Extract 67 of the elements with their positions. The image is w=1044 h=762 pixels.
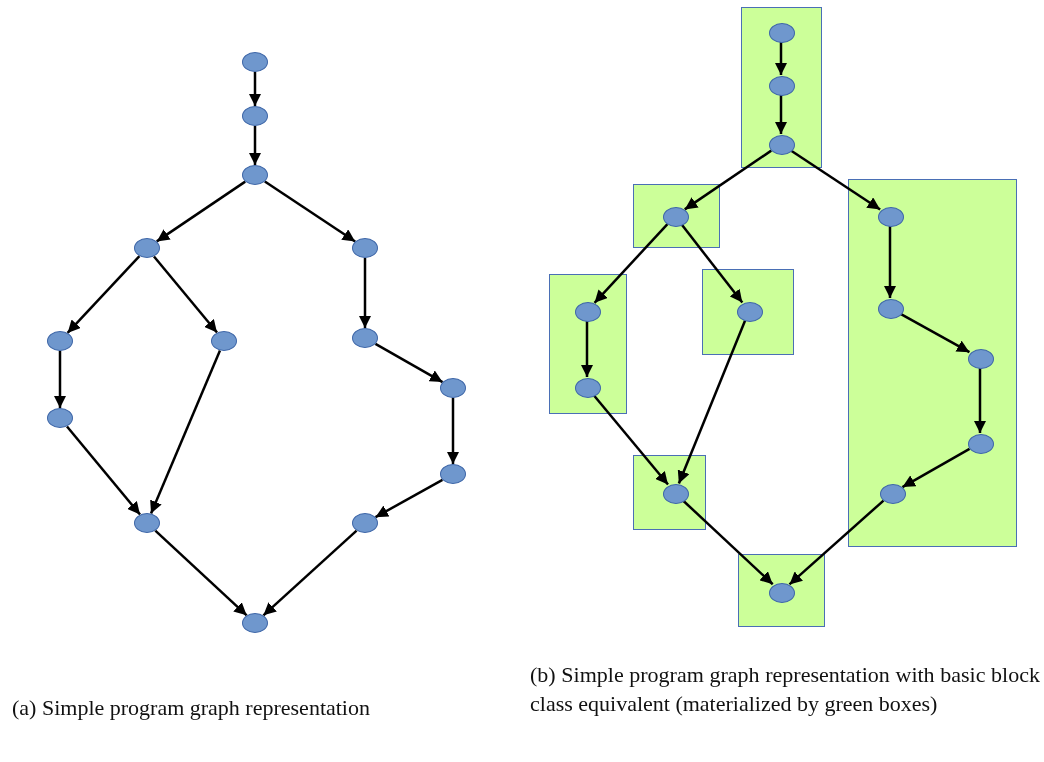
arrow	[788, 499, 885, 586]
graph-node-ellipse	[352, 328, 378, 348]
basic-block-box	[549, 274, 627, 414]
arrow	[899, 312, 971, 354]
figure-caption: (a) Simple program graph representation	[12, 694, 371, 722]
arrow	[580, 321, 594, 377]
arrow	[684, 149, 772, 211]
arrow	[358, 258, 372, 328]
graph-node-ellipse	[663, 207, 689, 227]
arrow	[154, 529, 248, 617]
arrow	[248, 72, 262, 106]
arrow	[680, 223, 744, 304]
graph-node-ellipse	[440, 464, 466, 484]
graph-node-ellipse	[352, 238, 378, 258]
basic-block-box	[633, 184, 720, 248]
arrow	[374, 478, 444, 519]
graph-node-ellipse	[575, 302, 601, 322]
arrow	[248, 126, 262, 165]
graph-node-ellipse	[968, 434, 994, 454]
graph-node-ellipse	[242, 613, 268, 633]
graph-node-ellipse	[575, 378, 601, 398]
graph-node-ellipse	[880, 484, 906, 504]
graph-node-ellipse	[769, 135, 795, 155]
arrow	[790, 149, 881, 211]
arrow	[901, 447, 971, 489]
graph-node-ellipse	[440, 378, 466, 398]
graph-node-ellipse	[211, 331, 237, 351]
arrow	[682, 499, 774, 586]
graph-node-ellipse	[878, 207, 904, 227]
basic-block-box	[738, 554, 825, 627]
arrow	[156, 180, 246, 243]
graph-node-ellipse	[352, 513, 378, 533]
arrow	[774, 42, 788, 75]
arrow	[446, 398, 460, 464]
graph-node-ellipse	[47, 408, 73, 428]
graph-node-ellipse	[968, 349, 994, 369]
arrow	[973, 368, 987, 433]
graph-node-ellipse	[134, 238, 160, 258]
arrow	[153, 255, 218, 334]
arrow	[593, 223, 669, 304]
arrow	[677, 320, 747, 484]
figure-caption: (b) Simple program graph representation with basic block class equivalent (materialized by green boxes)	[530, 661, 1040, 718]
graph-node-ellipse	[769, 583, 795, 603]
basic-block-box	[848, 179, 1017, 547]
basic-block-box	[702, 269, 794, 355]
graph-node-ellipse	[769, 23, 795, 43]
graph-node-ellipse	[663, 484, 689, 504]
graph-node-ellipse	[737, 302, 763, 322]
arrow	[53, 351, 67, 408]
arrow	[264, 180, 356, 243]
arrow	[774, 95, 788, 134]
graph-node-ellipse	[134, 513, 160, 533]
arrow	[593, 394, 669, 486]
arrow	[883, 226, 897, 298]
graph-node-ellipse	[47, 331, 73, 351]
basic-block-box	[633, 455, 706, 530]
graph-node-ellipse	[878, 299, 904, 319]
arrow	[374, 342, 444, 384]
graph-node-ellipse	[242, 165, 268, 185]
arrow	[262, 529, 358, 617]
graph-node-ellipse	[242, 52, 268, 72]
arrow	[149, 350, 222, 514]
graph-node-ellipse	[769, 76, 795, 96]
basic-block-box	[741, 7, 822, 168]
arrow	[66, 255, 141, 334]
arrow	[66, 425, 141, 516]
graph-node-ellipse	[242, 106, 268, 126]
